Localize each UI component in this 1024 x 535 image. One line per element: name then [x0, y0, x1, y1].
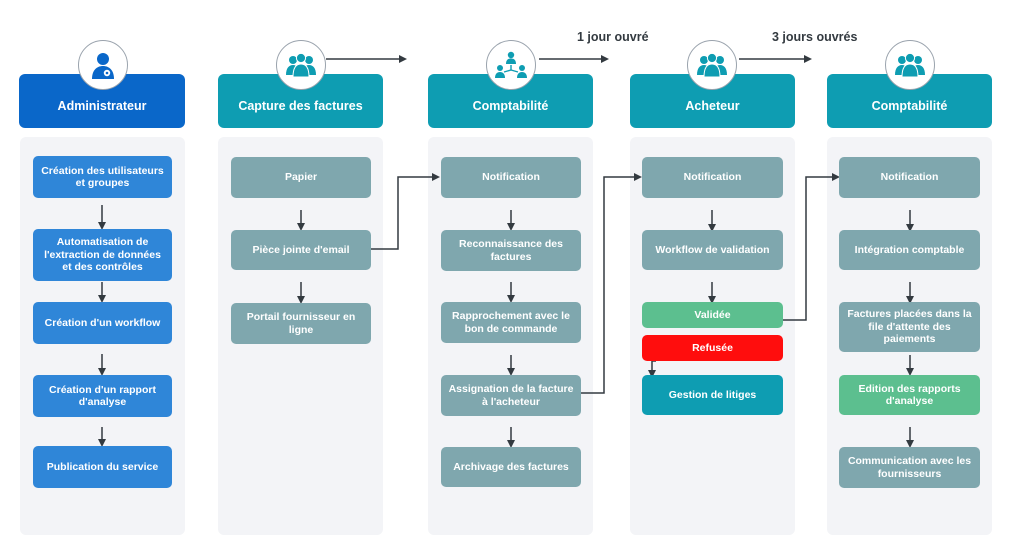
step-box: Workflow de validation — [642, 230, 783, 270]
step-label: Publication du service — [46, 460, 159, 473]
step-label: Edition des rapports d'analyse — [858, 382, 961, 408]
step-label: Gestion de litiges — [668, 388, 757, 401]
step-box: Gestion de litiges — [642, 375, 783, 415]
step-label: Communication avec les fournisseurs — [847, 455, 972, 480]
step-label: Notification — [482, 171, 540, 184]
step-box: Archivage des factures — [441, 447, 581, 487]
step-label: Portail fournisseur en ligne — [246, 311, 356, 336]
step-box: Automatisation de l'extraction de donnée… — [33, 229, 172, 281]
step-label: Factures placées dans la file d'attente … — [847, 308, 972, 346]
step-box: Création d'un workflow — [33, 302, 172, 344]
step-label: Reconnaissance des factures — [459, 238, 563, 263]
step-box: Création des utilisateurs et groupes — [33, 156, 172, 198]
header-title: Comptabilité — [472, 99, 549, 113]
step-label: Rapprochement avec le bon de commande — [452, 310, 570, 335]
step-label: Validée — [694, 308, 731, 321]
people-group-icon — [687, 40, 737, 90]
header-title: Capture des factures — [238, 99, 363, 113]
header-title: Administrateur — [57, 99, 147, 113]
step-label: Workflow de validation — [655, 243, 770, 256]
step-label: Intégration comptable — [854, 243, 965, 256]
step-label: Assignation de la facture à l'acheteur — [448, 383, 574, 408]
step-box: Notification — [441, 157, 581, 198]
header-acheteur: Acheteur — [630, 74, 795, 128]
admin-user-gear-icon — [78, 40, 128, 90]
step-label: Création d'un rapport d'analyse — [49, 383, 156, 409]
step-box: Assignation de la facture à l'acheteur — [441, 375, 581, 416]
duration-label-2: 3 jours ouvrés — [772, 30, 858, 44]
step-label: Création des utilisateurs et groupes — [41, 164, 164, 190]
step-box: Factures placées dans la file d'attente … — [839, 302, 980, 352]
header-title: Comptabilité — [871, 99, 948, 113]
people-group-icon — [276, 40, 326, 90]
step-label: Archivage des factures — [453, 460, 569, 473]
header-title: Acheteur — [685, 99, 740, 113]
step-label: Création d'un workflow — [44, 316, 161, 329]
step-box: Portail fournisseur en ligne — [231, 303, 371, 344]
step-box: Notification — [839, 157, 980, 198]
step-box: Intégration comptable — [839, 230, 980, 270]
step-label: Notification — [880, 171, 939, 184]
step-box: Pièce jointe d'email — [231, 230, 371, 270]
step-box: Communication avec les fournisseurs — [839, 447, 980, 488]
step-box: Rapprochement avec le bon de commande — [441, 302, 581, 343]
team-network-icon — [486, 40, 536, 90]
duration-label-1: 1 jour ouvré — [577, 30, 649, 44]
step-box: Reconnaissance des factures — [441, 230, 581, 271]
header-comptabilite-2: Comptabilité — [827, 74, 992, 128]
step-label: Automatisation de l'extraction de donnée… — [44, 236, 161, 274]
step-label: Notification — [683, 171, 742, 184]
step-box: Publication du service — [33, 446, 172, 488]
step-label: Refusée — [692, 341, 733, 354]
status-rejected: Refusée — [642, 335, 783, 361]
step-box: Edition des rapports d'analyse — [839, 375, 980, 415]
header-capture-des-factures: Capture des factures — [218, 74, 383, 128]
status-approved: Validée — [642, 302, 783, 328]
step-label: Papier — [284, 171, 318, 184]
step-box: Notification — [642, 157, 783, 198]
step-box: Papier — [231, 157, 371, 198]
step-label: Pièce jointe d'email — [252, 243, 350, 256]
people-group-icon — [885, 40, 935, 90]
step-box: Création d'un rapport d'analyse — [33, 375, 172, 417]
